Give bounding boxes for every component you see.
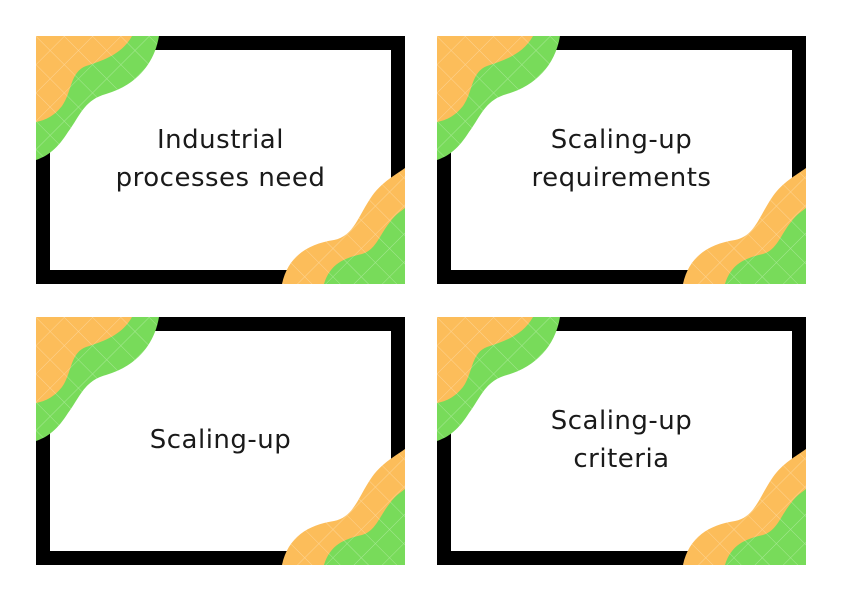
card-3-line-1: Scaling-up [149,425,292,456]
card-frame-4 [437,317,806,565]
corner-decoration-bottom-right [683,168,806,284]
card-1-line-1: Industrial [157,125,284,156]
corner-decoration-top-left [437,317,560,441]
corner-decoration-bottom-right [282,168,405,284]
card-frame-3 [36,317,405,565]
card-2-line-1: Scaling-up [550,125,693,156]
corner-decoration-bottom-right [683,449,806,565]
card-4-line-2: criteria [573,444,670,474]
corner-decoration-top-left [437,36,560,160]
flash-card-3[interactable]: Scaling-up [36,317,405,565]
card-text-4: Scaling-up criteria [497,317,746,565]
corner-decoration-bottom-right [282,449,405,565]
card-1-line-2: processes need [115,163,326,193]
card-frame-2 [437,36,806,284]
corner-decoration-top-left [36,317,159,441]
card-frame-1 [36,36,405,284]
flash-card-4[interactable]: Scaling-up criteria [437,317,806,565]
card-text-2: Scaling-up requirements [497,36,746,284]
flash-card-2[interactable]: Scaling-up requirements [437,36,806,284]
card-text-3: Scaling-up [96,317,345,565]
card-text-1: Industrial processes need [96,36,345,284]
flash-card-1[interactable]: Industrial processes need [36,36,405,284]
card-4-line-1: Scaling-up [550,406,693,437]
card-2-line-2: requirements [531,163,712,193]
corner-decoration-top-left [36,36,159,160]
